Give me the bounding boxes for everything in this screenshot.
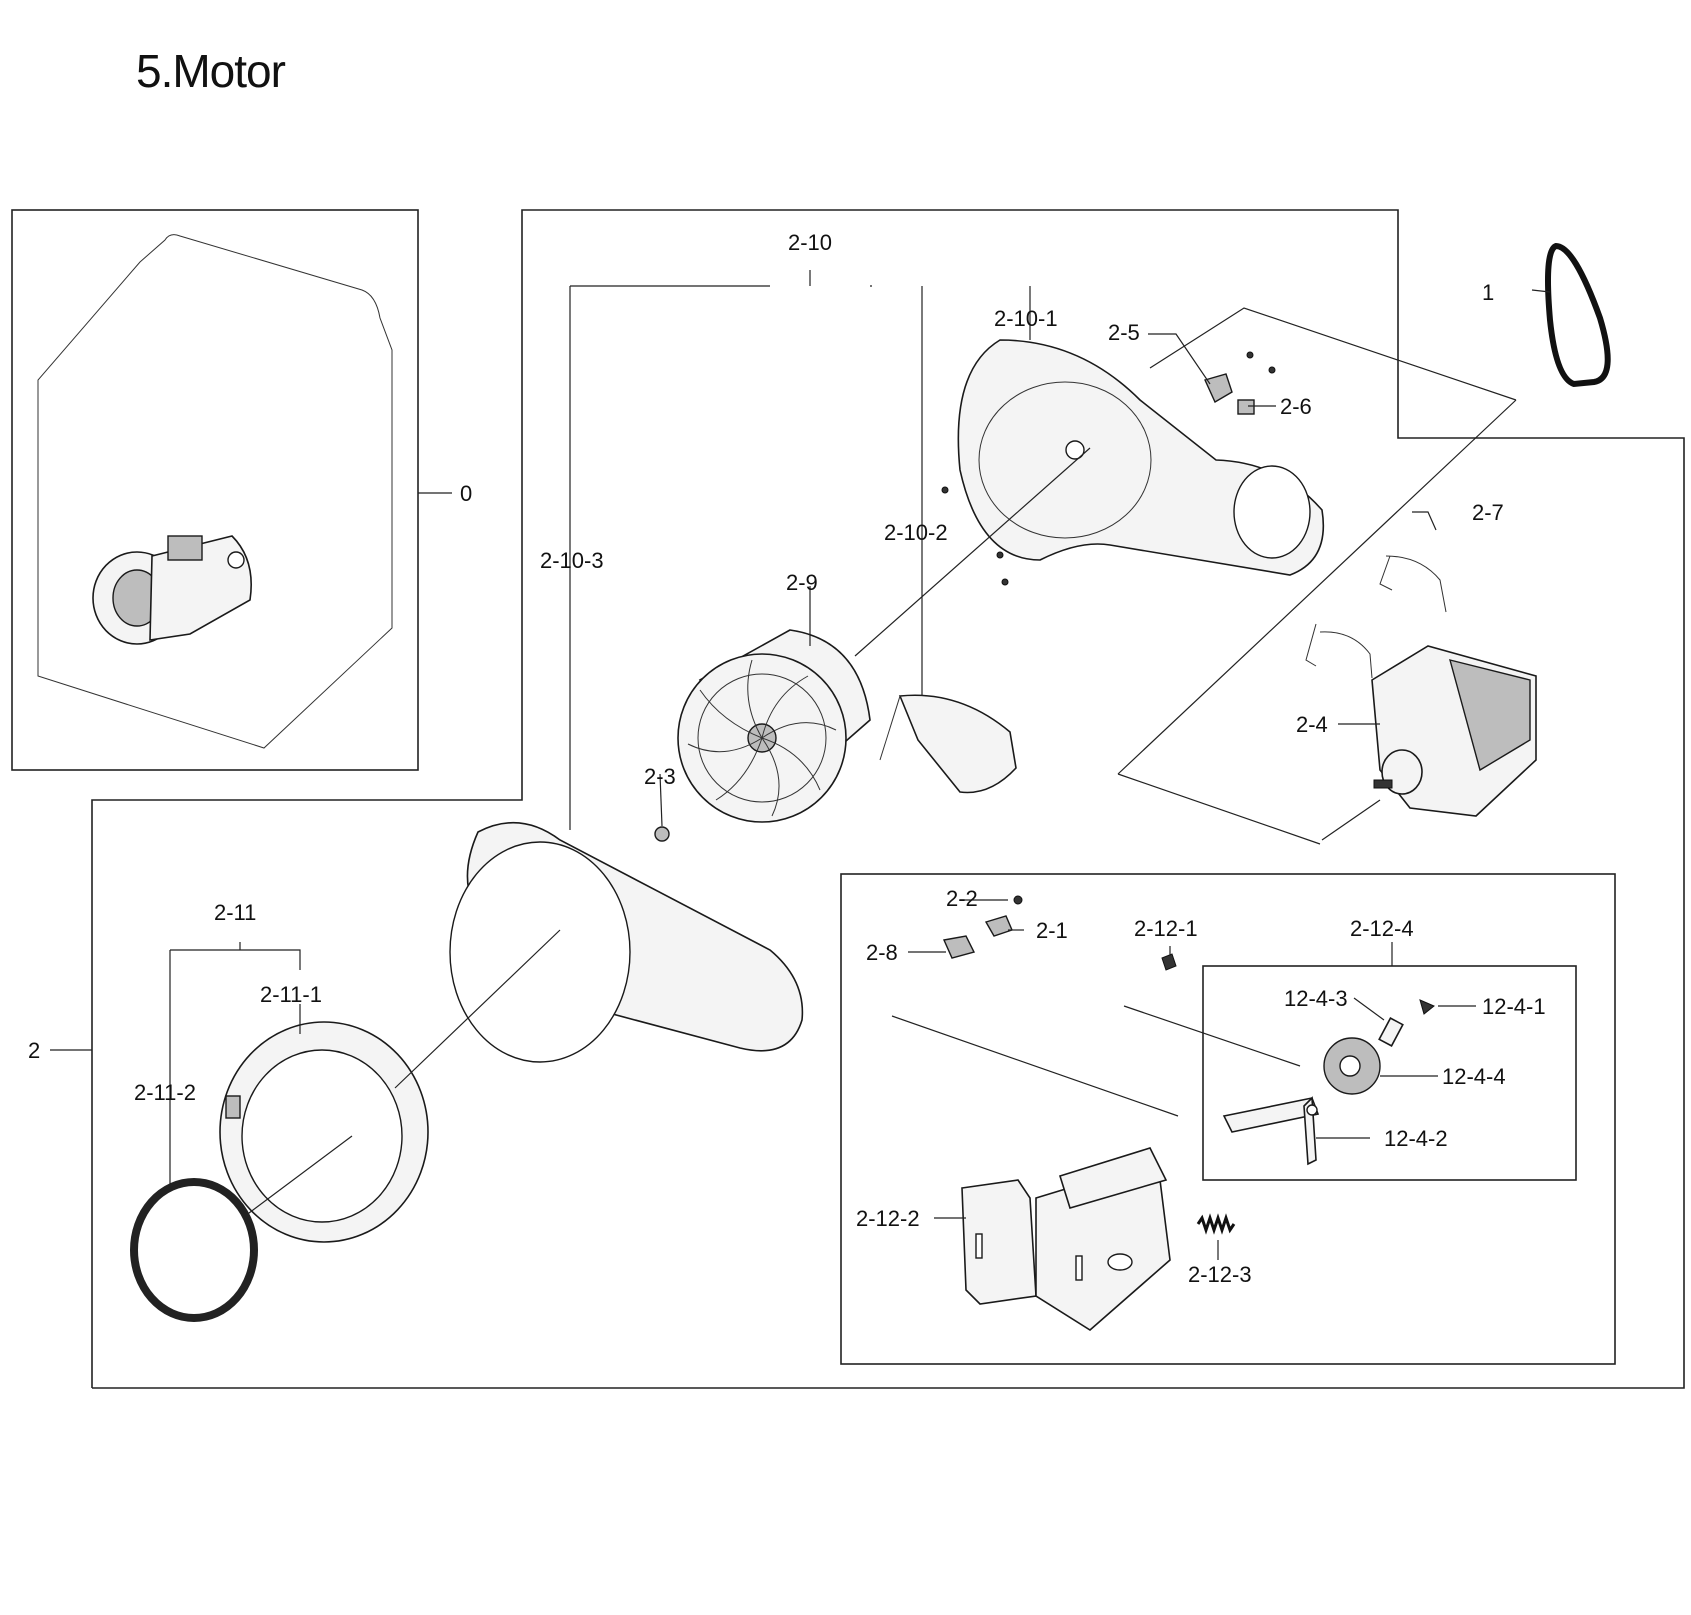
rear-housing-2-10-1 (941, 339, 1325, 586)
motor-2-4 (1371, 645, 1537, 817)
label-2-12-2: 2-12-2 (856, 1206, 920, 1231)
seal-ring-2-11-2 (130, 1178, 258, 1322)
duct-seal-2-10-2 (879, 694, 1017, 794)
rear-housing-shell (957, 339, 1325, 576)
front-housing-2-10-3 (449, 821, 804, 1063)
pin-2-12-1 (1161, 953, 1177, 971)
diagram-title: 5.Motor (136, 45, 286, 97)
spring-2-12-3 (1196, 1213, 1236, 1235)
thermostat-2-5 (1204, 373, 1233, 403)
label-2-10-1: 2-10-1 (994, 306, 1058, 331)
label-2-1: 2-1 (1036, 918, 1068, 943)
rear-housing-motor-opening (1233, 465, 1311, 559)
label-2-12-3: 2-12-3 (1188, 1262, 1252, 1287)
label-2-3: 2-3 (644, 764, 676, 789)
label-2-11-1: 2-11-1 (260, 982, 322, 1007)
label-0: 0 (460, 481, 472, 506)
label-12-4-3: 12-4-3 (1284, 986, 1348, 1011)
assembly-0-frame (11, 209, 419, 771)
label-2-9: 2-9 (786, 570, 818, 595)
nut-2-3 (654, 826, 670, 842)
screw-icon (1246, 351, 1254, 359)
label-12-4-2: 12-4-2 (1384, 1126, 1448, 1151)
spring-coil (1196, 1213, 1236, 1235)
label-2-5: 2-5 (1108, 320, 1140, 345)
bracket-hole (1107, 1253, 1133, 1271)
label-2-12-1: 2-12-1 (1134, 916, 1198, 941)
thermal-fuse-2-6-body (1237, 399, 1255, 415)
idler-arm-hole (1306, 1104, 1318, 1116)
unit-pulley (227, 551, 245, 569)
label-2: 2 (28, 1038, 40, 1063)
idler-shaft-12-4-3 (1378, 1017, 1404, 1047)
callout-labels: 0 1 2 2-1 2-2 2-3 2-4 2-5 2-6 2-7 2-8 2-… (28, 230, 1546, 1287)
label-2-10: 2-10 (788, 230, 832, 255)
blower-wheel-2-9 (677, 629, 871, 823)
label-2-6: 2-6 (1280, 394, 1312, 419)
complete-unit-0 (37, 234, 393, 749)
screw-2-2 (1013, 895, 1023, 905)
screw-icon (996, 551, 1004, 559)
duct-seal-edge (879, 695, 901, 761)
bracket-left-plate (961, 1179, 1037, 1305)
clamp-upper-hook (1379, 555, 1393, 591)
screw-icon (1001, 578, 1009, 586)
unit-motor (167, 535, 203, 561)
front-housing-opening (449, 841, 631, 1063)
leader-lines (50, 270, 1551, 1260)
blower-vanes (687, 659, 837, 817)
clip-12-4-1 (1419, 999, 1435, 1015)
label-2-2: 2-2 (946, 886, 978, 911)
rear-housing-ring (978, 381, 1152, 539)
label-2-12-4: 2-12-4 (1350, 916, 1414, 941)
unit-belt-housing (149, 535, 252, 641)
screw-icon (941, 486, 949, 494)
label-2-10-2: 2-10-2 (884, 520, 948, 545)
bearing-housing-opening (241, 1049, 403, 1223)
switch-2-8 (942, 935, 976, 959)
label-2-7: 2-7 (1472, 500, 1504, 525)
screw-icon (1268, 366, 1276, 374)
clamp-upper (1385, 555, 1447, 613)
motor-shaft (1373, 779, 1393, 789)
idler-arm-12-4-2 (1222, 1097, 1320, 1133)
label-2-10-3: 2-10-3 (540, 548, 604, 573)
label-2-4: 2-4 (1296, 712, 1328, 737)
clamp-lower-hook (1305, 623, 1317, 667)
motor-clamps-2-7 (1305, 555, 1447, 679)
assembly-2-12-4-frame (1202, 965, 1577, 1181)
label-1: 1 (1482, 280, 1494, 305)
belt-part-1 (1545, 242, 1611, 388)
bearing-housing-2-11-1 (219, 1021, 429, 1243)
label-2-11-2: 2-11-2 (134, 1080, 196, 1105)
motor-winding (1449, 659, 1531, 772)
assembly-frames (11, 209, 1685, 1389)
bracket-back-plate (1058, 1147, 1168, 1209)
duct-seal-body (898, 694, 1017, 794)
belt (1545, 242, 1611, 388)
bracket-slot (1075, 1255, 1083, 1281)
label-12-4-4: 12-4-4 (1442, 1064, 1506, 1089)
bearing-housing-tab (225, 1095, 241, 1119)
label-2-8: 2-8 (866, 940, 898, 965)
bracket-slot (975, 1233, 983, 1259)
motor-bracket-2-12-2 (961, 1147, 1171, 1331)
thermostat-2-5-body (1204, 373, 1233, 403)
rear-housing-hub (1065, 440, 1085, 460)
idler-assembly-2-12-4 (1222, 999, 1435, 1166)
label-12-4-1: 12-4-1 (1482, 994, 1546, 1019)
clamp-lower (1319, 631, 1373, 679)
assembly-2-frame (91, 209, 1685, 1389)
idler-pulley-bearing (1339, 1055, 1361, 1077)
sensor-2-1 (984, 915, 1013, 937)
blower-inner-ring (697, 673, 827, 803)
label-2-11: 2-11 (214, 900, 256, 925)
cabinet-outline (37, 234, 393, 749)
assembly-2-12-frame (840, 873, 1616, 1365)
thermal-fuse-2-6 (1237, 399, 1255, 415)
